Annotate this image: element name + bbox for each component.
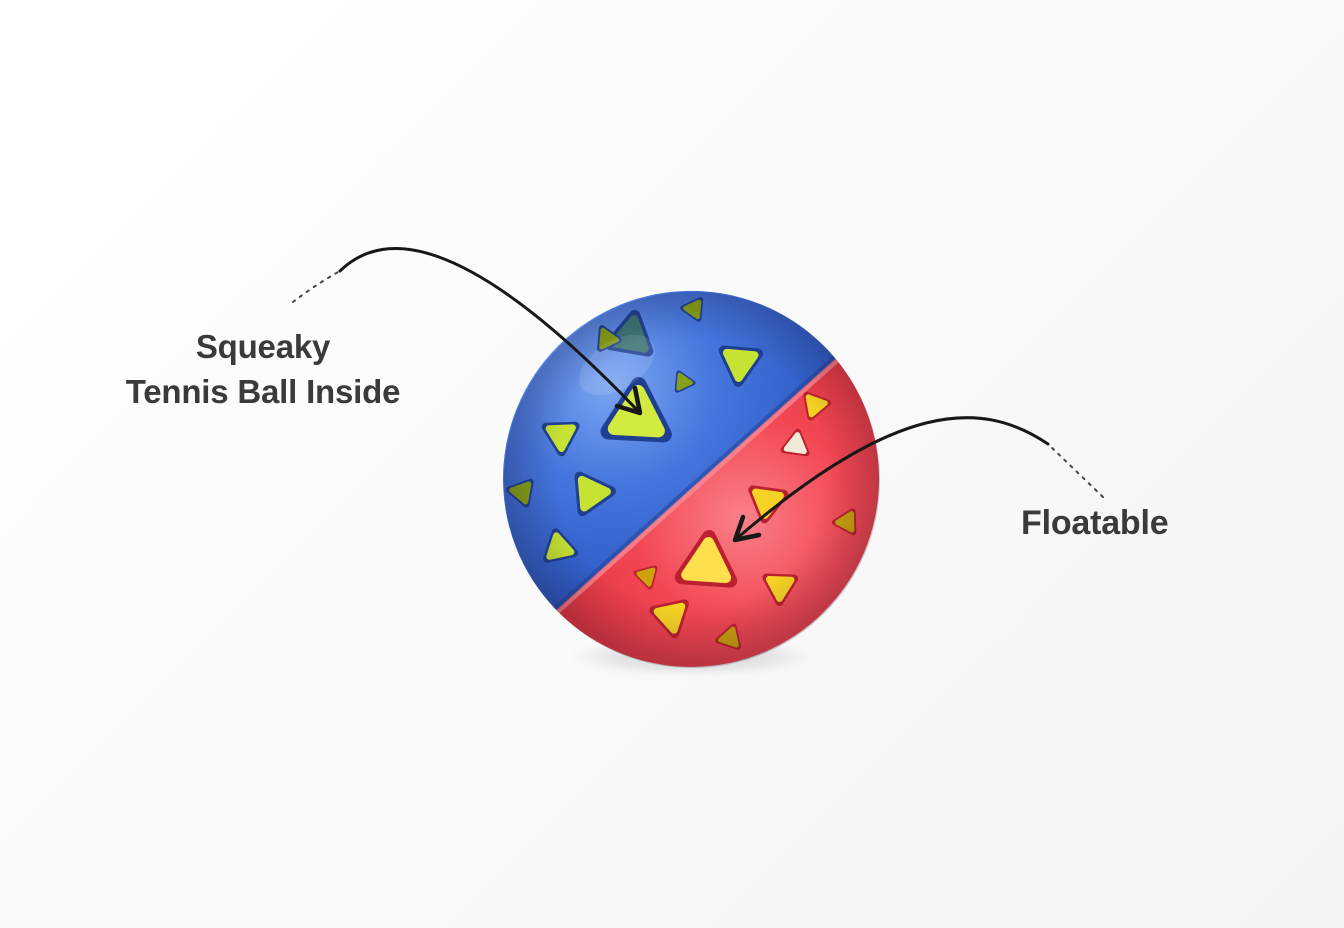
squeaky-label-line1: Squeaky (195, 328, 331, 365)
squeaky-arrow-icon (292, 247, 643, 416)
toy-ball-photo (497, 285, 880, 668)
floatable-label-text: Floatable (1021, 504, 1169, 542)
ball-edge-shading (504, 292, 880, 668)
floatable-label: Floatable (1021, 502, 1169, 544)
floatable-arrow-icon (732, 416, 1104, 543)
squeaky-label-line2: Tennis Ball Inside (125, 373, 401, 410)
squeaky-label: Squeaky Tennis Ball Inside (88, 324, 438, 414)
